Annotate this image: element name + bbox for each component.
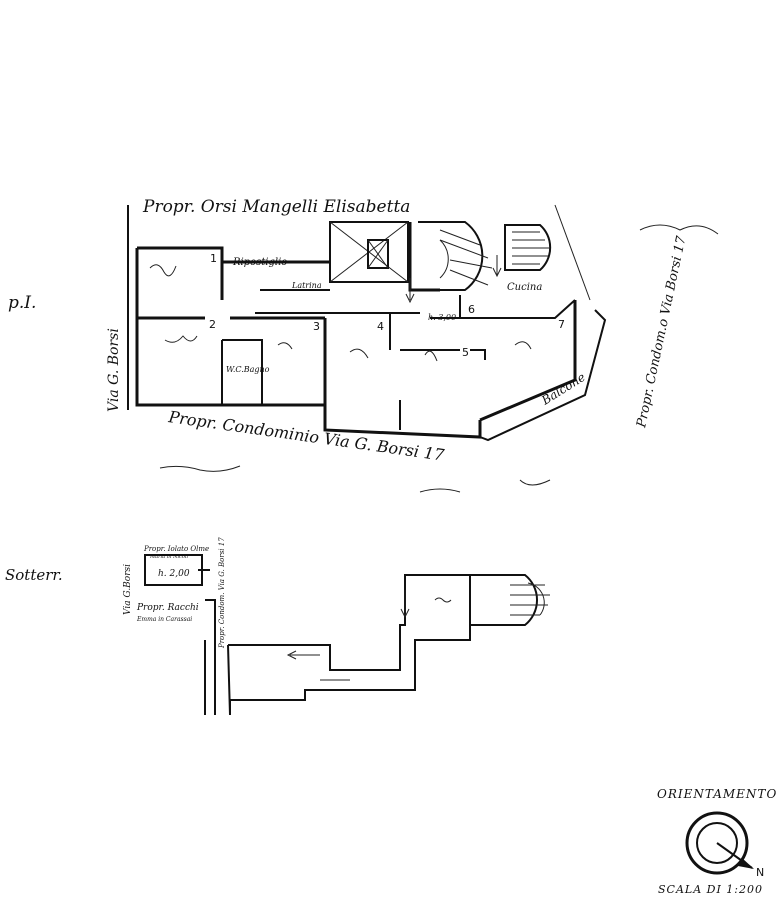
floor-label-pi: p.I. [8, 293, 36, 313]
street-left-label: Via G. Borsi [106, 328, 122, 412]
upper-floor-plan [127, 204, 719, 493]
room-number-1: 1 [210, 252, 217, 265]
room-balcone: Balcone [538, 370, 587, 408]
street-right-label: Propr. Condom.o Via Borsi 17 [634, 234, 690, 430]
room-number-6: 6 [468, 303, 475, 316]
room-number-4: 4 [377, 320, 384, 333]
north-label: N [756, 866, 764, 879]
basement-owner-a: Propr. Iolato Olme [143, 545, 209, 553]
north-arrow-icon [738, 858, 754, 869]
room-ripostiglio: Ripostiglio [232, 257, 287, 268]
basement-owner-b2: Emma in Carassai [136, 616, 192, 623]
owner-bottom-label: Propr. Condominio Via G. Borsi 17 [166, 407, 446, 465]
basement-owner-a2: Maria in Nicoli [149, 554, 188, 560]
basement-owner-c: Propr. Condom. Via G. Borsi 17 [218, 537, 226, 649]
basement-plan [144, 554, 550, 716]
compass [685, 811, 754, 875]
basement-street-label: Via G.Borsi [123, 564, 133, 615]
room-number-7: 7 [558, 318, 565, 331]
room-cucina: Cucina [507, 282, 542, 293]
room-wc-bagno: W.C.Bagno [226, 365, 270, 374]
scale-label: SCALA DI 1:200 [658, 883, 763, 896]
room-height-label: h. 3,00 [428, 313, 456, 322]
room-number-5: 5 [462, 346, 469, 359]
floor-label-sotterr: Sotterr. [5, 566, 63, 584]
owner-top-label: Propr. Orsi Mangelli Elisabetta [142, 197, 410, 217]
basement-owner-b: Propr. Racchi [136, 603, 199, 613]
basement-height: h. 2,00 [158, 569, 190, 579]
room-latrina: Latrina [291, 281, 322, 290]
orientation-title: ORIENTAMENTO [657, 787, 777, 801]
room-number-2: 2 [209, 318, 216, 331]
room-number-3: 3 [313, 320, 320, 333]
